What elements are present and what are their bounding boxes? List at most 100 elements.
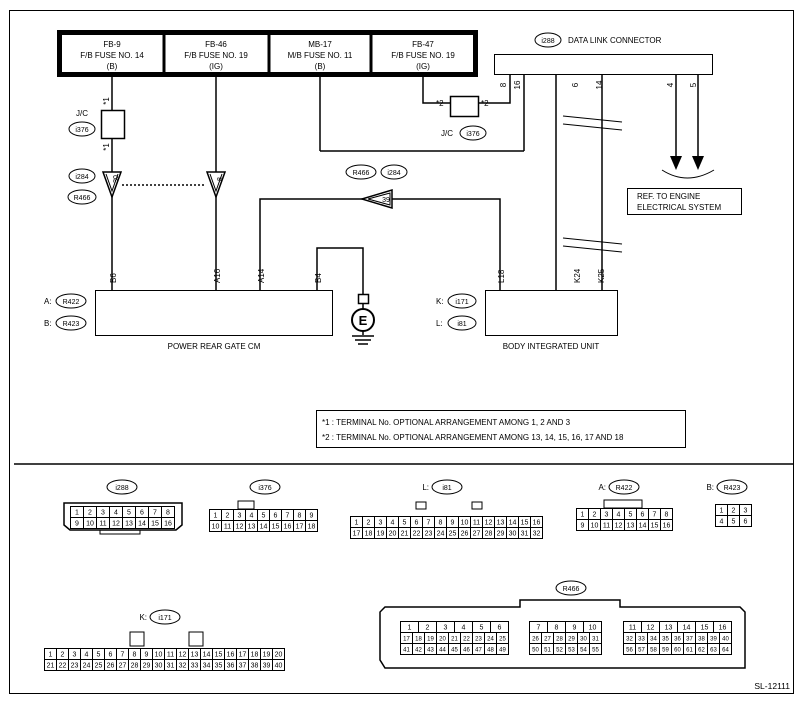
pin-number: 7 — [653, 512, 657, 519]
pin-number: 26 — [107, 663, 115, 670]
pin-number: 13 — [665, 625, 673, 632]
pin-number: 30 — [509, 531, 517, 538]
pin-number: 1 — [49, 652, 53, 659]
pin-number: 12 — [647, 625, 655, 632]
pin-number: 16 — [227, 652, 235, 659]
pin-number: 11 — [224, 524, 231, 531]
svg-text:30: 30 — [113, 175, 120, 183]
pin-number: 3 — [444, 625, 448, 632]
data-link-connector — [494, 54, 713, 75]
pin-number: 16 — [284, 524, 292, 531]
pin-number: 39 — [263, 663, 271, 670]
pin-number: 16 — [164, 521, 172, 528]
svg-text:R466: R466 — [74, 195, 91, 202]
pin-number: 18 — [365, 531, 373, 538]
pin-number: 4 — [720, 519, 724, 526]
svg-text:A:: A: — [44, 297, 52, 306]
connector-prefix: B: — [706, 483, 714, 492]
joint-connector-right — [449, 95, 480, 118]
pin-number: 18 — [308, 524, 316, 531]
pin-number: 31 — [167, 663, 175, 670]
pin-number: 15 — [215, 652, 223, 659]
pin-number: 18 — [415, 637, 422, 643]
pin-number: 8 — [665, 512, 669, 519]
pin-number: 3 — [744, 508, 748, 515]
svg-text:i171: i171 — [455, 299, 468, 306]
pin-number: 34 — [203, 663, 211, 670]
pin-number: 14 — [203, 652, 211, 659]
svg-text:i284: i284 — [75, 174, 88, 181]
pin-number: 55 — [592, 648, 599, 654]
conn-badge — [149, 609, 181, 625]
pin-number: 16 — [663, 523, 671, 530]
pin-number: 7 — [427, 520, 431, 527]
pin-number: 14 — [639, 523, 647, 530]
pin-number: 47 — [475, 648, 482, 654]
svg-text:A14: A14 — [257, 268, 266, 283]
pin-number: 28 — [485, 531, 493, 538]
pin-cell — [660, 519, 673, 531]
svg-text:R422: R422 — [63, 299, 80, 306]
pin-cell — [719, 643, 732, 655]
note-2: *2 : TERMINAL No. OPTIONAL ARRANGEMENT A… — [322, 433, 624, 442]
pin-number: 37 — [239, 663, 247, 670]
pin-number: 62 — [698, 648, 705, 654]
pin-number: 23 — [71, 663, 79, 670]
svg-text:i81: i81 — [457, 321, 466, 328]
connector-name: i376 — [258, 485, 271, 492]
pin-number: 13 — [248, 524, 256, 531]
wire-breaks — [562, 115, 623, 253]
connector-name: i171 — [158, 615, 171, 622]
fuse-fb46: FB-46 F/B FUSE NO. 19 (IG) — [184, 40, 248, 71]
pin-number: 4 — [617, 512, 621, 519]
svg-text:K:: K: — [436, 297, 444, 306]
pin-number: 41 — [403, 648, 410, 654]
svg-text:(B): (B) — [315, 62, 326, 71]
pin-number: 32 — [179, 663, 187, 670]
pin-number: 21 — [47, 663, 55, 670]
svg-text:B:: B: — [44, 319, 52, 328]
pin-number: 10 — [86, 521, 94, 528]
svg-text:L18: L18 — [497, 269, 506, 283]
conn-badge — [68, 121, 96, 137]
cm-label: POWER REAR GATE CM — [168, 342, 261, 351]
pin-number: 1 — [75, 510, 79, 517]
pin-number: 30 — [155, 663, 163, 670]
pin-number: 22 — [59, 663, 67, 670]
pin-number: 7 — [286, 513, 290, 520]
pin-number: 5 — [262, 513, 266, 520]
pin-number: 2 — [88, 510, 92, 517]
svg-text:i288: i288 — [541, 38, 554, 45]
pin-number: 3 — [379, 520, 383, 527]
pin-number: 3 — [238, 513, 242, 520]
body-integrated-unit — [485, 290, 618, 336]
svg-text:16: 16 — [513, 80, 522, 89]
pin-number: 49 — [499, 648, 506, 654]
diagram-code: SL-12111 — [754, 681, 790, 691]
pin-cell — [305, 520, 318, 532]
conn-badge — [380, 164, 408, 180]
svg-text:i284: i284 — [387, 170, 400, 177]
pin-number: 19 — [263, 652, 271, 659]
pin-number: 40 — [722, 637, 729, 643]
pin-cell — [739, 515, 752, 527]
pin-number: 12 — [485, 520, 493, 527]
pin-number: 10 — [461, 520, 469, 527]
conn-badge — [345, 164, 377, 180]
connector-prefix: L: — [422, 483, 429, 492]
pin-number: 2 — [61, 652, 65, 659]
connector-prefix: A: — [598, 483, 606, 492]
pin-number: 1 — [581, 512, 585, 519]
joint-connector-left — [100, 109, 126, 140]
pin-number: 7 — [153, 510, 157, 517]
conn-badge — [716, 479, 748, 495]
svg-text:*1: *1 — [102, 97, 111, 105]
fuse-box — [57, 30, 478, 77]
pin-number: 29 — [568, 637, 575, 643]
pin-number: 25 — [95, 663, 103, 670]
pin-number: 3 — [605, 512, 609, 519]
svg-text:R466: R466 — [353, 170, 370, 177]
pin-number: 6 — [498, 625, 502, 632]
pin-number: 25 — [499, 637, 506, 643]
